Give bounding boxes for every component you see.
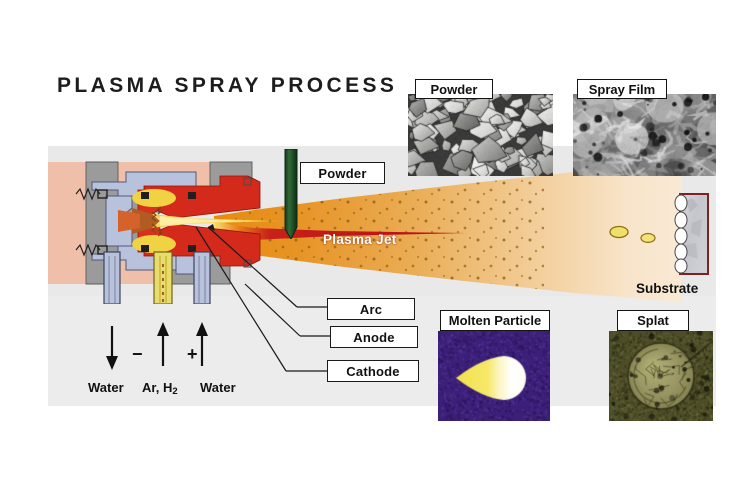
- micrograph-powder: [408, 94, 553, 176]
- substrate-label: Substrate: [636, 281, 699, 296]
- micrograph-powder-caption: Powder: [415, 79, 493, 99]
- micrograph-molten-particle-caption: Molten Particle: [440, 310, 550, 331]
- callout-anode[interactable]: Anode: [330, 326, 418, 348]
- feed-label-gas: Ar, H2: [142, 380, 178, 397]
- callout-cathode[interactable]: Cathode: [327, 360, 419, 382]
- substrate: [672, 193, 710, 275]
- feed-label-water-right: Water: [200, 380, 236, 395]
- polarity-positive: +: [187, 344, 198, 364]
- powder-injector: [283, 148, 299, 241]
- polarity-negative: −: [132, 344, 143, 364]
- micrograph-molten-particle: [438, 331, 550, 421]
- micrograph-splat: [609, 331, 713, 421]
- feed-label-gas-text: Ar, H: [142, 380, 173, 395]
- callout-arc[interactable]: Arc: [327, 298, 415, 320]
- plasma-jet-label: Plasma Jet: [323, 232, 397, 247]
- micrograph-spray-film-caption: Spray Film: [577, 79, 667, 99]
- feed-label-water-left: Water: [88, 380, 124, 395]
- micrograph-splat-caption: Splat: [617, 310, 689, 331]
- in-flight-particle: [609, 225, 629, 239]
- callout-powder[interactable]: Powder: [300, 162, 385, 184]
- feed-label-gas-subscript: 2: [172, 386, 178, 397]
- in-flight-particle: [640, 232, 656, 244]
- plasma-torch-cross-section: [48, 156, 293, 304]
- micrograph-spray-film: [573, 94, 716, 176]
- page-title: PLASMA SPRAY PROCESS: [57, 74, 398, 97]
- feed-arrows: [106, 322, 208, 370]
